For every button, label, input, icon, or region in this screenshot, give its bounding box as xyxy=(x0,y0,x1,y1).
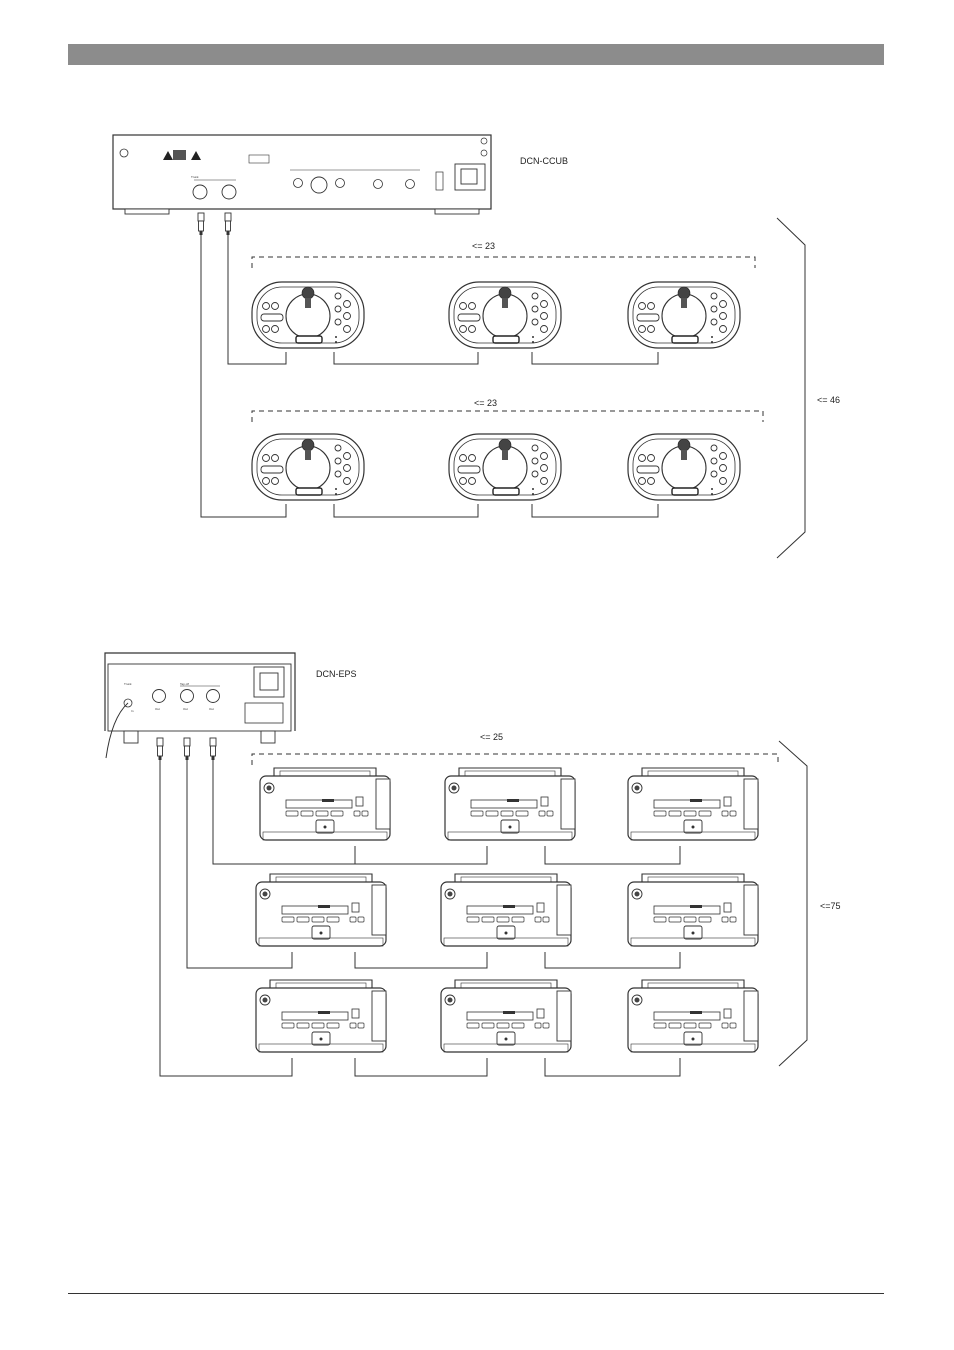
ccub-device: Trunk xyxy=(113,135,491,214)
diagram-eps: Trunk Tap off In Out Out Out DCN-EPS <= … xyxy=(105,653,841,1076)
lcd-unit xyxy=(260,768,390,840)
eps-out-label: Out xyxy=(209,707,214,711)
eps-trunk-label: Trunk xyxy=(124,682,132,686)
link-r2-b xyxy=(532,504,658,517)
lcd-unit xyxy=(441,980,571,1052)
lcd-unit xyxy=(441,874,571,946)
total-bracket-1 xyxy=(777,218,805,558)
lcd-unit xyxy=(445,768,575,840)
total-limit-1: <= 46 xyxy=(817,395,840,405)
total-bracket-2 xyxy=(779,741,807,1066)
total-limit-2: <=75 xyxy=(820,901,841,911)
delegate-unit xyxy=(628,282,740,348)
delegate-unit xyxy=(449,434,561,500)
lcd-unit xyxy=(628,874,758,946)
plug-1 xyxy=(198,213,204,235)
link-r3-b xyxy=(545,846,680,864)
link-r3-a xyxy=(355,846,487,864)
delegate-unit xyxy=(252,434,364,500)
eps-out-label: Out xyxy=(183,707,188,711)
lcd-unit xyxy=(256,874,386,946)
plug-3 xyxy=(157,738,163,760)
row-1-limit: <= 23 xyxy=(472,241,495,251)
link-r5-a xyxy=(355,1058,487,1076)
link-r2-a xyxy=(334,504,478,517)
delegate-unit xyxy=(628,434,740,500)
link-r4-b xyxy=(545,952,680,968)
bracket-row-3 xyxy=(252,754,778,765)
eps-label: DCN-EPS xyxy=(316,669,357,679)
link-r1-a xyxy=(334,352,478,364)
lcd-unit xyxy=(628,768,758,840)
link-r4-a xyxy=(355,952,487,968)
ccub-trunk-label: Trunk xyxy=(191,175,199,179)
row-2-limit: <= 23 xyxy=(474,398,497,408)
eps-out-label: Out xyxy=(155,707,160,711)
row-3-limit: <= 25 xyxy=(480,732,503,742)
link-r5-b xyxy=(545,1058,680,1076)
ccub-label: DCN-CCUB xyxy=(520,156,568,166)
diagram-ccub: Trunk DCN-CCUB <= 23 <= 23 <= 46 xyxy=(113,135,840,558)
eps-in-label: In xyxy=(131,709,134,713)
delegate-unit xyxy=(449,282,561,348)
bracket-row-1 xyxy=(252,257,755,268)
lcd-unit xyxy=(628,980,758,1052)
footer-rule xyxy=(68,1293,884,1294)
plug-4 xyxy=(184,738,190,760)
eps-tapoff-label: Tap off xyxy=(180,682,189,686)
delegate-unit xyxy=(252,282,364,348)
link-r1-b xyxy=(532,352,658,364)
bracket-row-2 xyxy=(252,411,763,422)
plug-2 xyxy=(225,213,231,235)
eps-device: Trunk Tap off In Out Out Out xyxy=(105,653,295,758)
lcd-unit xyxy=(256,980,386,1052)
plug-5 xyxy=(210,738,216,760)
